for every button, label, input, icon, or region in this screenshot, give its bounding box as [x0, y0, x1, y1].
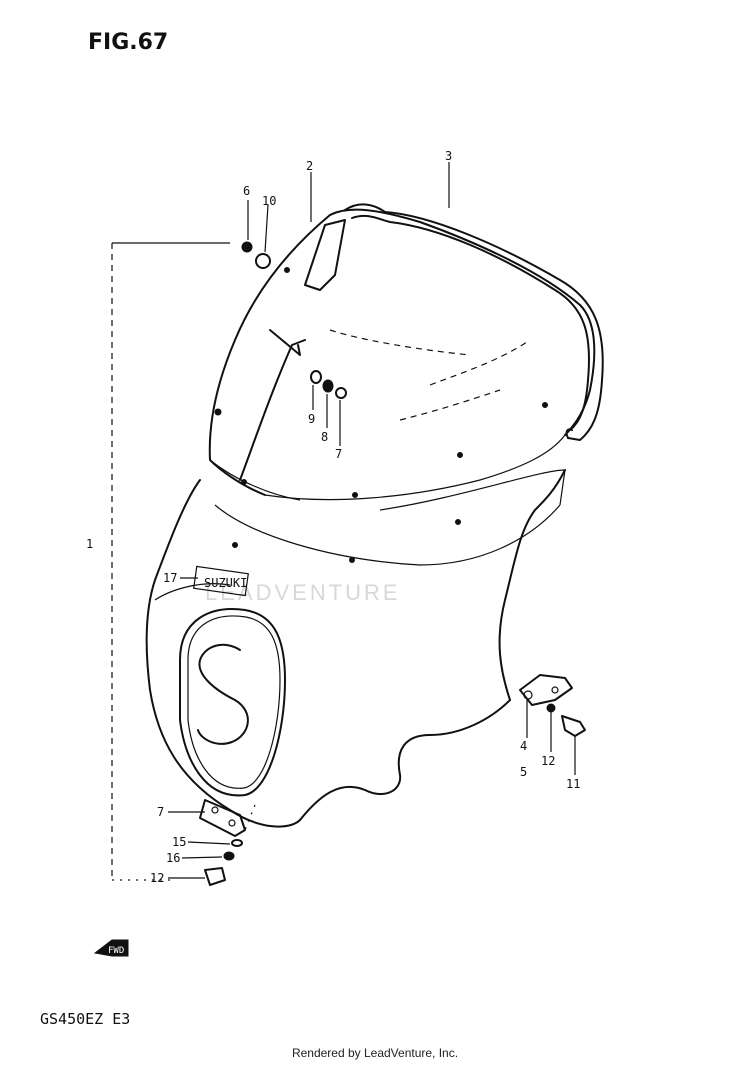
callout-10: 10 — [262, 194, 276, 208]
callout-6: 6 — [243, 184, 250, 198]
side-bracket-right — [519, 674, 586, 775]
model-code: GS450EZ E3 — [40, 1010, 131, 1028]
upper-fasteners — [180, 162, 450, 579]
callout-7b: 7 — [157, 805, 164, 819]
callout-17: 17 — [163, 571, 177, 585]
callout-4: 4 — [520, 739, 527, 753]
watermark-text: LEADVENTURE — [205, 580, 401, 605]
callout-8: 8 — [321, 430, 328, 444]
footer-credit: Rendered by LeadVenture, Inc. — [291, 1046, 459, 1060]
windshield — [208, 208, 596, 501]
lower-bracket — [168, 799, 256, 886]
callout-9: 9 — [308, 412, 315, 426]
callout-11: 11 — [566, 777, 580, 791]
callout-12a: 12 — [541, 754, 555, 768]
callout-2: 2 — [306, 159, 313, 173]
callout-1: 1 — [86, 537, 93, 551]
callout-5: 5 — [520, 765, 527, 779]
callout-7a: 7 — [335, 447, 342, 461]
windshield-moulding — [344, 203, 604, 441]
callout-1-bracket — [111, 242, 230, 881]
callout-3: 3 — [445, 149, 452, 163]
callout-12b: 12 — [150, 871, 164, 885]
fairing-badge-text: SUZUKI — [204, 576, 247, 590]
callout-16: 16 — [166, 851, 180, 865]
figure-title: FIG.67 — [88, 30, 169, 55]
fairing-body — [145, 469, 566, 828]
callout-15: 15 — [172, 835, 186, 849]
forward-arrow-label: FWD — [108, 946, 124, 956]
forward-arrow-icon — [93, 939, 129, 957]
